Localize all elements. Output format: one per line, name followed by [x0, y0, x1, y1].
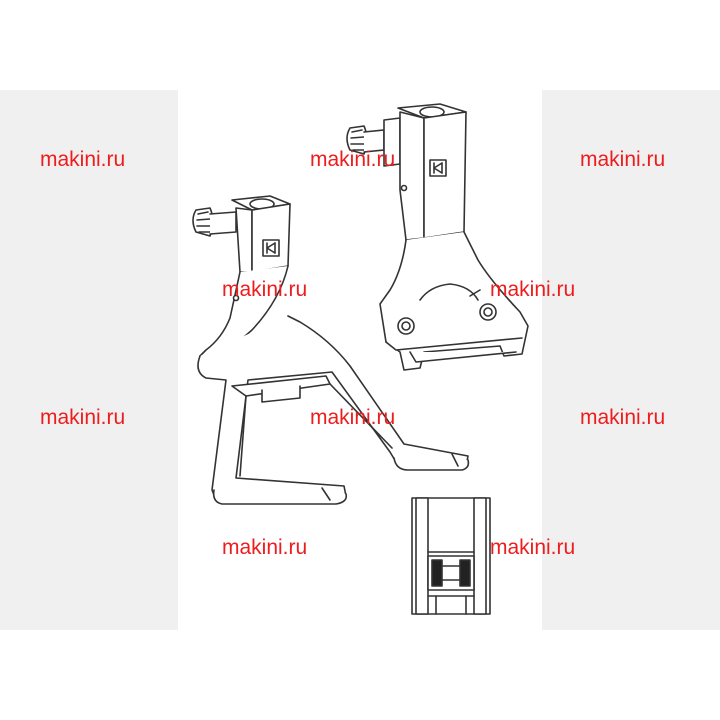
watermark-text: makini.ru: [310, 148, 396, 171]
logo-mark-left: [262, 239, 280, 257]
watermark-text: makini.ru: [222, 536, 308, 559]
detail-bottom-view: [411, 497, 491, 615]
watermark-text: makini.ru: [580, 148, 666, 171]
watermark-text: makini.ru: [490, 278, 576, 301]
left-gray-panel: [0, 90, 178, 630]
watermark-text: makini.ru: [40, 148, 126, 171]
logo-mark-right: [429, 159, 447, 177]
left-presser-foot: [192, 195, 470, 505]
watermark-text: makini.ru: [40, 406, 126, 429]
watermark-text: makini.ru: [580, 406, 666, 429]
right-gray-panel: [542, 90, 720, 630]
watermark-text: makini.ru: [310, 406, 396, 429]
right-presser-foot: [346, 103, 529, 371]
watermark-text: makini.ru: [222, 278, 308, 301]
watermark-text: makini.ru: [490, 536, 576, 559]
